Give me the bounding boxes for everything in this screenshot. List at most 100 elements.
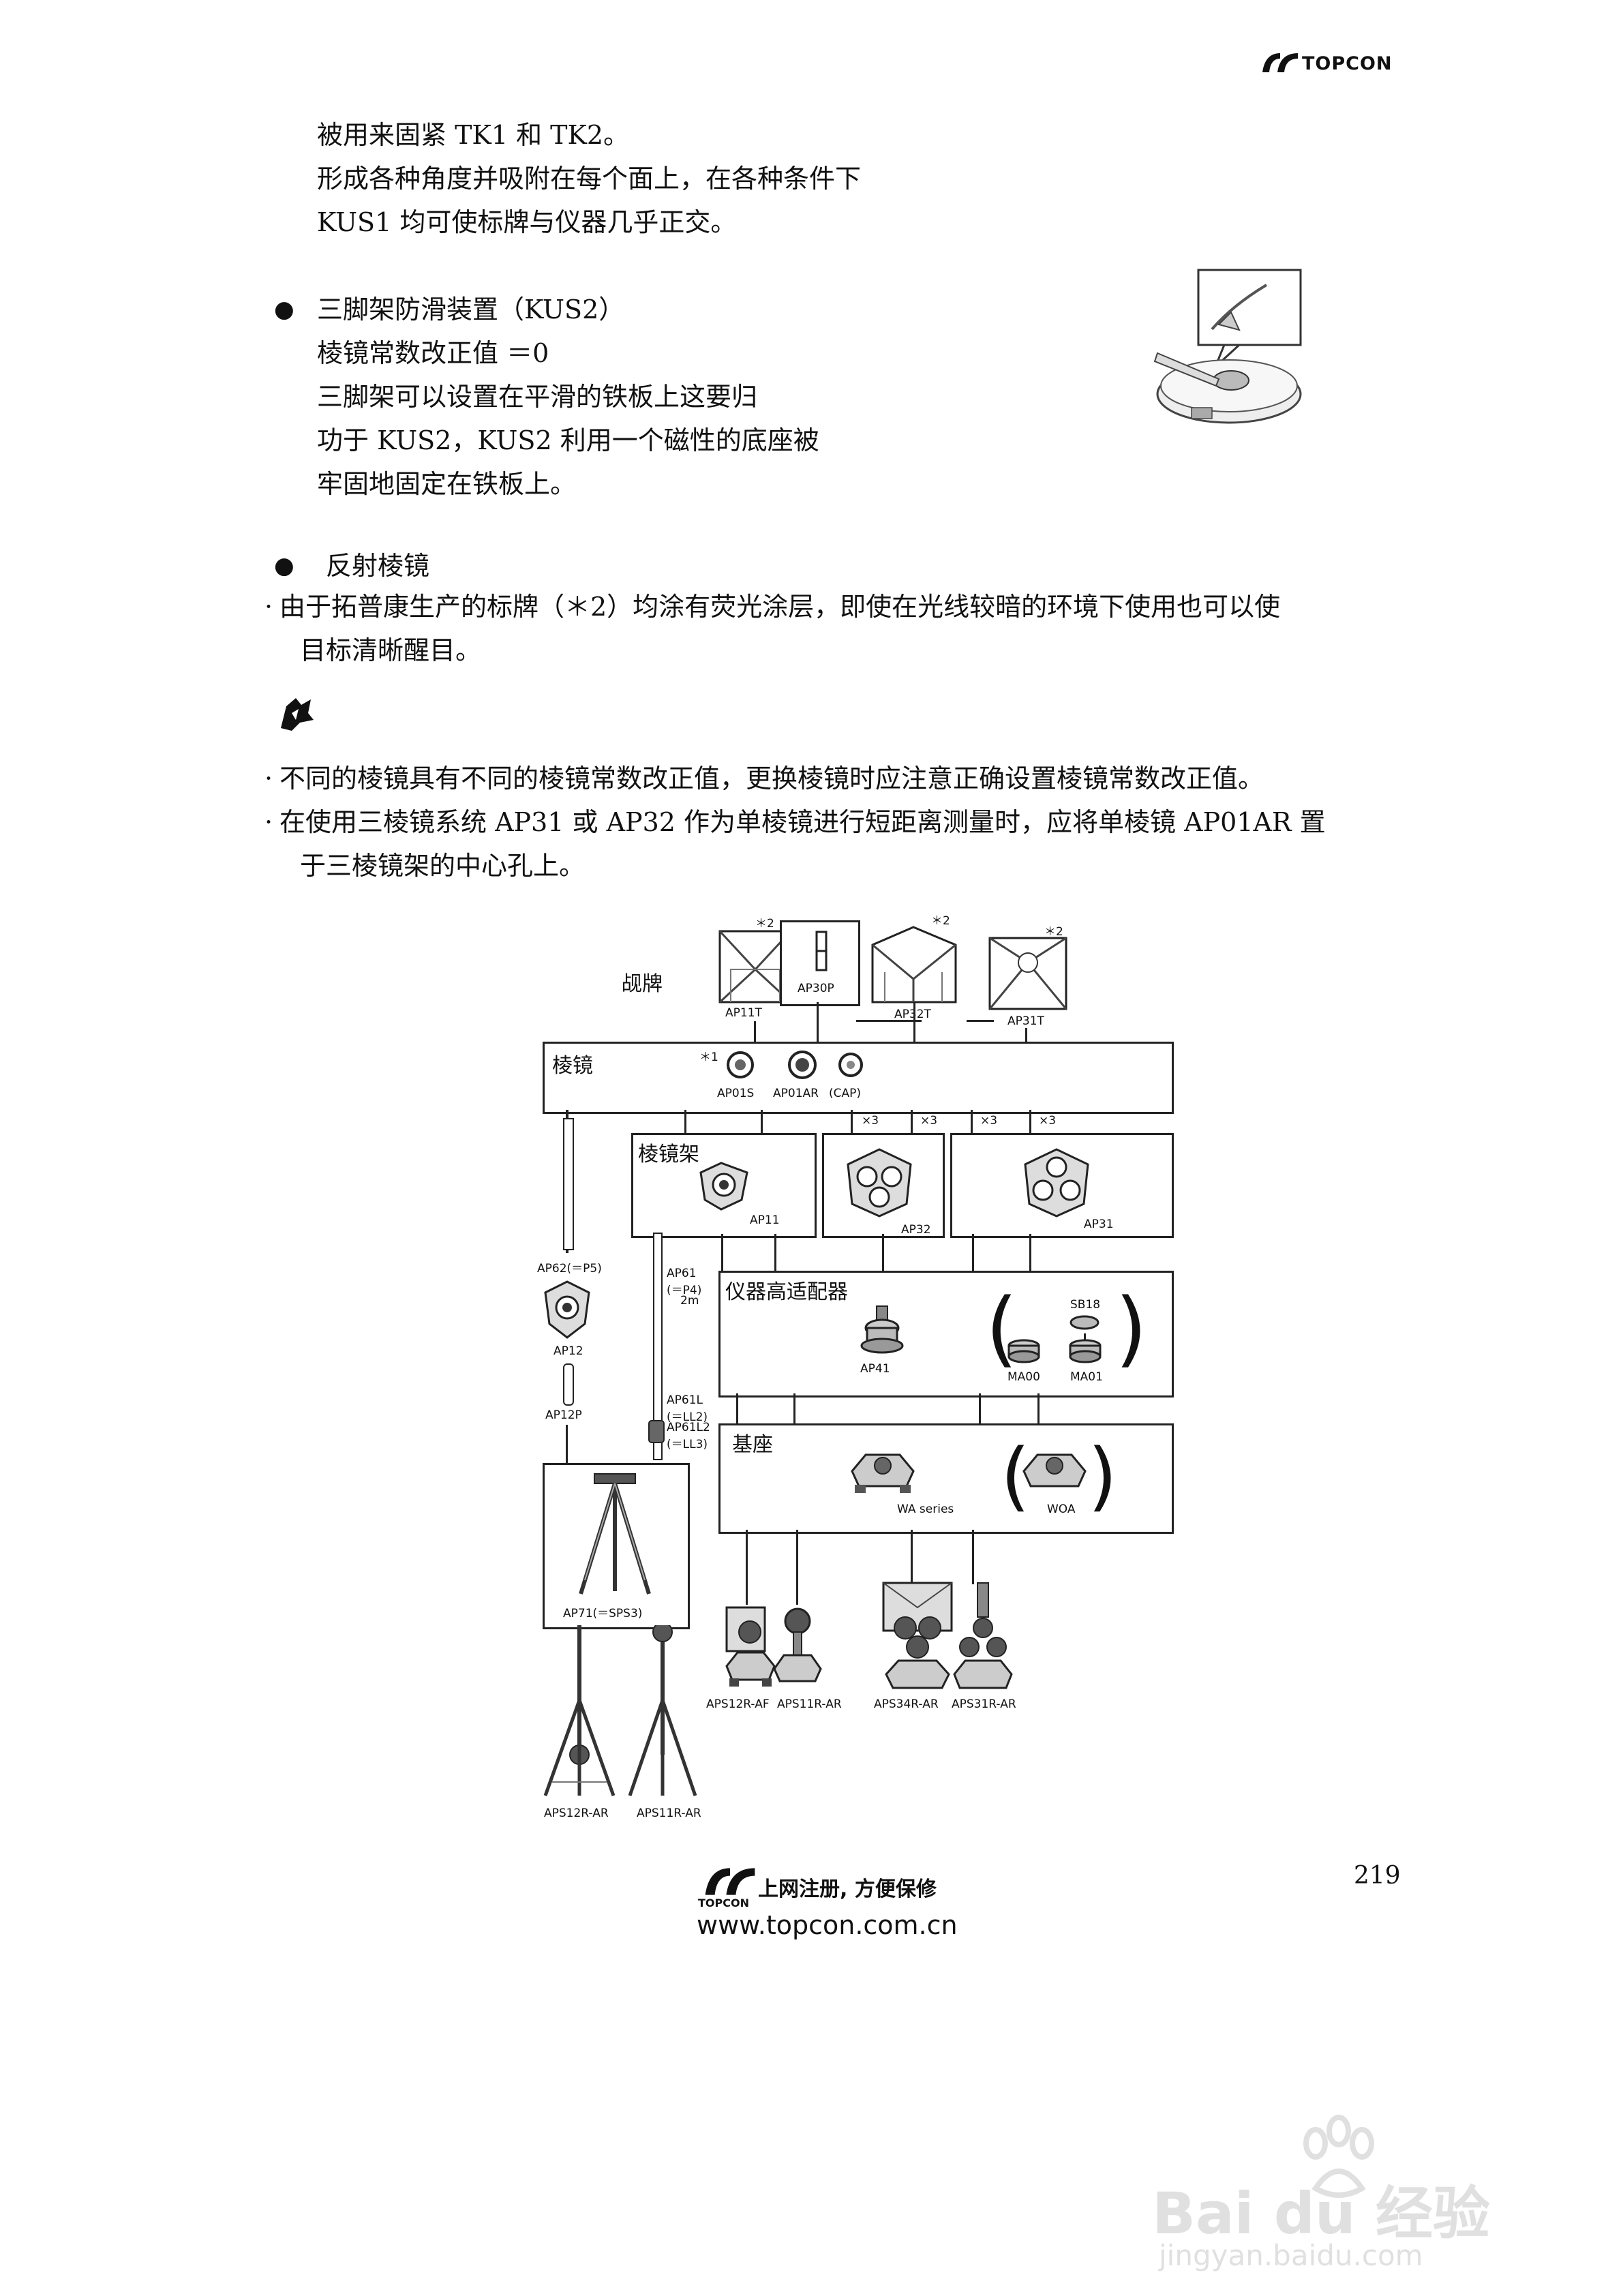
target-ap31t-label: AP31T <box>1007 1014 1044 1028</box>
pole-ap12p-label: AP12P <box>545 1408 582 1422</box>
target-ap30p-icon <box>815 931 828 971</box>
reflector-dot-icon: · <box>264 592 273 622</box>
target-ap32t-star: ＊2 <box>931 914 950 928</box>
adapter-sb18-label: SB18 <box>1070 1298 1101 1312</box>
note-2-dot-icon: · <box>264 807 273 837</box>
tripod-ap71-icon <box>579 1473 651 1595</box>
holder-ap31-icon <box>1024 1148 1089 1218</box>
base-box-label: 基座 <box>732 1433 773 1457</box>
note-2-text-b: 于三棱镜架的中心孔上。 <box>300 851 586 881</box>
set-aps31r-ar-label: APS31R-AR <box>952 1697 1016 1711</box>
prism-box-label: 棱镜 <box>552 1054 593 1078</box>
prism-ap01ar-label: AP01AR <box>773 1087 819 1100</box>
pole-ap12-label: AP12 <box>553 1344 583 1358</box>
kus2-illustration <box>1153 269 1302 424</box>
pole-ap61l-label-c: AP61L2 <box>667 1421 710 1434</box>
adapter-paren-left: ( <box>986 1282 1018 1376</box>
intro-line-3: KUS1 均可使标牌与仪器几乎正交。 <box>317 207 737 237</box>
footer-logo: TOPCON 上网注册, 方便保修 www.topcon.com.cn <box>694 1862 967 1951</box>
set-aps12r-ar-icon <box>543 1625 616 1796</box>
target-ap31t-icon <box>988 937 1067 1010</box>
holder-ap11-label: AP11 <box>750 1213 780 1227</box>
target-ap32t-label: AP32T <box>894 1008 931 1021</box>
prism-box <box>543 1042 1174 1114</box>
set-aps11r-ar-2-icon <box>628 1625 697 1796</box>
base-wa-icon <box>851 1453 915 1493</box>
footer-brand-text: TOPCON <box>698 1897 749 1909</box>
adapter-paren-right: ) <box>1115 1282 1147 1376</box>
set-aps12r-af-label: APS12R-AF <box>706 1697 770 1711</box>
watermark-url: jingyan.baidu.com <box>1159 2239 1423 2272</box>
topcon-header-logo: TOPCON <box>1260 46 1396 80</box>
kus2-line-4: 牢固地固定在铁板上。 <box>317 469 577 499</box>
target-label: 觇牌 <box>622 972 663 996</box>
intro-line-1: 被用来固紧 TK1 和 TK2。 <box>317 120 630 150</box>
target-ap31t-star: ＊2 <box>1044 925 1063 939</box>
pole-ap62-line <box>566 1110 568 1253</box>
holder-box-ap32 <box>822 1133 945 1238</box>
reflector-bullet-icon: ● <box>274 552 294 579</box>
pole-ap61l-label-d: (＝LL3) <box>667 1438 708 1451</box>
pole-ap61-label-c: 2m <box>680 1294 699 1308</box>
prism-cap-icon <box>838 1053 863 1077</box>
reflector-line-2: 目标清晰醒目。 <box>300 635 482 665</box>
kus2-line-3: 功于 KUS2，KUS2 利用一个磁性的底座被 <box>317 425 819 455</box>
base-woa-label: WOA <box>1047 1502 1076 1516</box>
note-1-dot-icon: · <box>264 764 273 794</box>
adapter-box-label: 仪器高适配器 <box>725 1280 848 1304</box>
holder-box-ap11 <box>631 1133 817 1238</box>
target-ap11t-star: ＊2 <box>755 917 774 931</box>
base-box <box>718 1423 1174 1534</box>
holder-ap31-label: AP31 <box>1084 1218 1114 1231</box>
note-2-text-a: 在使用三棱镜系统 AP31 或 AP32 作为单棱镜进行短距离测量时，应将单棱镜… <box>279 807 1326 837</box>
topcon-mark-icon <box>1262 53 1298 72</box>
adapter-ma01-icon <box>1069 1339 1102 1363</box>
holder-ap32-icon <box>847 1148 912 1218</box>
set-aps11r-ar-icon <box>773 1607 822 1682</box>
kus2-line-2: 三脚架可以设置在平滑的铁板上这要归 <box>317 382 758 412</box>
set-aps12r-ar-label: APS12R-AR <box>544 1807 609 1820</box>
footer-topcon-mark-icon <box>705 1868 755 1895</box>
tripod-ap71-box <box>543 1463 690 1629</box>
intro-line-2: 形成各种角度并吸附在每个面上，在各种条件下 <box>317 164 862 194</box>
adapter-ma01-label: MA01 <box>1070 1370 1103 1384</box>
target-ap11t-icon <box>718 930 792 1003</box>
kus2-title: 三脚架防滑装置（KUS2） <box>317 294 625 324</box>
page-number: 219 <box>1354 1862 1401 1890</box>
target-ap32t-icon <box>871 926 957 1003</box>
x3-label-4: ×3 <box>1039 1114 1057 1128</box>
reflector-line-1: 由于拓普康生产的标牌（＊2）均涂有荧光涂层，即使在光线较暗的环境下使用也可以使 <box>279 592 1281 622</box>
adapter-ma00-icon <box>1007 1339 1040 1363</box>
header-brand-text: TOPCON <box>1302 53 1393 74</box>
footer-url: www.topcon.com.cn <box>697 1910 958 1940</box>
prism-ap01ar-icon <box>788 1051 817 1079</box>
prism-star1: ＊1 <box>699 1051 718 1064</box>
set-aps31r-ar-icon <box>953 1582 1013 1689</box>
adapter-sb18-icon <box>1070 1315 1099 1330</box>
set-aps34r-ar-icon <box>882 1582 953 1689</box>
note-icon <box>281 698 314 731</box>
set-aps11r-ar-label: APS11R-AR <box>777 1697 842 1711</box>
set-aps11r-ar-2-label: APS11R-AR <box>637 1807 701 1820</box>
prism-ap01s-label: AP01S <box>717 1087 755 1100</box>
kus2-line-1: 棱镜常数改正值 ＝0 <box>317 338 549 368</box>
base-woa-icon <box>1022 1453 1087 1487</box>
holder-ap11-icon <box>699 1162 748 1211</box>
pole-ap62-label: AP62(＝P5) <box>537 1262 602 1275</box>
holder-box-label: 棱镜架 <box>638 1143 699 1166</box>
pole-ap61l-icon <box>648 1420 665 1443</box>
holder-ap32-label: AP32 <box>901 1223 931 1237</box>
baidu-paw-icon <box>1303 2115 1374 2198</box>
set-aps34r-ar-label: APS34R-AR <box>874 1697 939 1711</box>
adapter-ma00-label: MA00 <box>1007 1370 1040 1384</box>
note-1-text: 不同的棱镜具有不同的棱镜常数改正值，更换棱镜时应注意正确设置棱镜常数改正值。 <box>279 764 1264 794</box>
watermark-logo-text: Bai du 经验 <box>1152 2180 1490 2247</box>
prism-ap01s-icon <box>727 1051 754 1078</box>
target-ap30p-box <box>780 920 860 1006</box>
prism-cap-label: (CAP) <box>829 1087 862 1100</box>
x3-label-3: ×3 <box>980 1114 998 1128</box>
adapter-box <box>718 1271 1174 1398</box>
base-wa-label: WA series <box>897 1502 954 1516</box>
pole-ap61l-label-a: AP61L <box>667 1393 703 1407</box>
pole-ap61l-label-b: (＝LL2) <box>667 1410 708 1424</box>
